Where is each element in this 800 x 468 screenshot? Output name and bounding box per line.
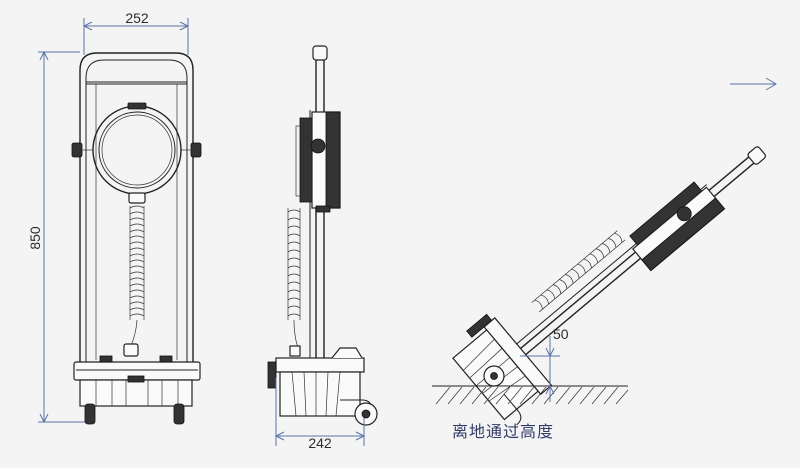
caption-ground-clearance: 离地通过高度 [452,422,555,441]
height-label: 850 [27,226,43,250]
front-view [38,18,202,425]
ground-clearance-label: 50 [553,326,569,342]
side-view [267,45,378,446]
side-width-label: 242 [308,435,332,451]
tilted-view [432,77,777,426]
front-width-label: 252 [125,10,149,26]
